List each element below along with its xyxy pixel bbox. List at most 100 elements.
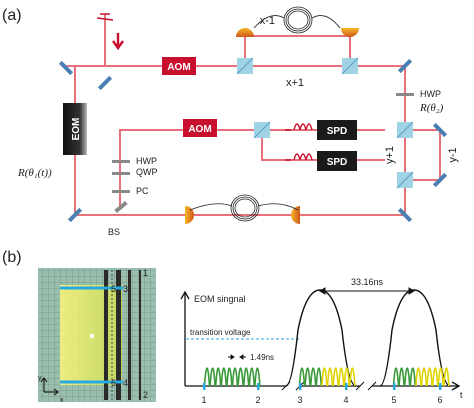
aom-top-label: AOM (167, 62, 190, 73)
spd-bottom-label: SPD (327, 157, 348, 168)
time-tick-label-2: 2 (255, 395, 260, 405)
y-minus-loop (405, 129, 441, 181)
chip-number-3: 3 (123, 284, 128, 294)
chip-image (38, 268, 156, 402)
y-minus-label: y-1 (447, 147, 459, 162)
interval-short (228, 354, 246, 360)
time-tick-label-1: 1 (201, 395, 206, 405)
pulse-green (226, 367, 233, 387)
pulse-green (254, 367, 261, 387)
pulse-green (231, 367, 239, 387)
mirror-bottom-right (397, 207, 413, 223)
mirror-top-left (58, 60, 74, 76)
x-minus-label: x-1 (260, 15, 275, 27)
mirror-y-top (432, 122, 448, 138)
pulse-mixed (415, 367, 422, 387)
pulse-mixed (349, 367, 356, 387)
hwp-left-label: HWP (136, 156, 157, 166)
panel-a-label: (a) (2, 7, 22, 24)
bs-label: BS (108, 227, 120, 237)
bs-plate (114, 200, 128, 214)
time-tick-5 (393, 383, 396, 390)
chip-number-4: 4 (123, 378, 128, 388)
pc-label: PC (136, 186, 149, 196)
time-tick-marks (203, 383, 442, 390)
time-tick-labels: 1 2 3 4 5 6 (201, 395, 442, 405)
pulse-trains (203, 367, 450, 387)
pulse-mixed (337, 367, 345, 387)
laser-input (96, 13, 124, 51)
mirror-y-bottom (432, 172, 448, 188)
eom: EOM (63, 103, 87, 155)
coord-x: x (60, 397, 64, 404)
x-plus-label: x+1 (286, 77, 304, 89)
time-tick-4 (345, 383, 348, 390)
eom-label: EOM (71, 118, 82, 141)
pulse-green (214, 367, 222, 387)
interval-long-label: 33.16ns (351, 277, 384, 287)
pulse-mixed (409, 367, 417, 387)
spd-pulses (285, 123, 313, 161)
pulse-mixed (343, 367, 351, 387)
time-axis-label: t (460, 390, 463, 400)
fiber-bottom (185, 194, 300, 224)
chip-number-6: 6 (111, 378, 116, 388)
interval-long (319, 287, 415, 295)
mirror-bottom-left (67, 207, 83, 223)
pulse-mixed (332, 367, 339, 387)
pulse-green (209, 367, 216, 387)
pulse-green (237, 367, 244, 387)
pulse-mixed (326, 367, 334, 387)
pulse-mixed (403, 367, 411, 387)
coord-y: y (38, 375, 42, 382)
pulse-mixed (420, 367, 428, 387)
pulse-mixed (437, 367, 445, 387)
interval-short-label: 1.49ns (250, 353, 274, 362)
time-tick-label-4: 4 (343, 395, 348, 405)
time-tick-label-3: 3 (297, 395, 302, 405)
time-tick-6 (439, 383, 442, 390)
time-tick-label-5: 5 (391, 395, 396, 405)
aom-top: AOM (162, 57, 196, 75)
pulse-mixed (443, 367, 450, 387)
pulse-mixed (309, 367, 317, 387)
hwp-right-label: HWP (420, 89, 441, 99)
transition-voltage-label: transition voltage (190, 328, 251, 337)
spd-top-label: SPD (327, 126, 348, 137)
pulse-green (242, 367, 250, 387)
pulse-mixed (426, 367, 433, 387)
pulse-mixed (398, 367, 405, 387)
spd-top: SPD (317, 120, 357, 140)
middle-beam (119, 129, 385, 210)
x-minus-loop (244, 35, 351, 66)
rotation-left: R(θ₁(t)) (17, 167, 52, 179)
pulse-mixed (431, 367, 439, 387)
panel-b-label: (b) (2, 249, 22, 266)
chip-number-5: 5 (111, 284, 116, 294)
mirror-input (97, 75, 113, 91)
fiber-top (236, 6, 359, 37)
qwp-label: QWP (136, 167, 158, 177)
waveplates-left (112, 160, 130, 193)
time-tick-1 (203, 383, 206, 390)
pulse-green (248, 367, 256, 387)
chip-number-1: 1 (143, 268, 148, 278)
pulse-mixed (321, 367, 328, 387)
hwp-right-plate (396, 93, 414, 96)
chip-number-2: 2 (143, 390, 148, 400)
y-plus-label: y+1 (384, 146, 396, 164)
beam-splitters (236, 57, 414, 189)
time-tick-3 (299, 383, 302, 390)
rotation-right: R(θ₂) (419, 102, 444, 114)
pulse-mixed (315, 367, 323, 387)
aom-middle: AOM (183, 119, 217, 137)
pulse-green (203, 367, 211, 387)
mirror-top-right (397, 58, 413, 74)
pulse-mixed (298, 367, 306, 387)
time-tick-label-6: 6 (437, 395, 442, 405)
pulse-green (220, 367, 228, 387)
eom-signal-label: EOM singnal (194, 294, 246, 304)
aom-middle-label: AOM (188, 124, 211, 135)
pulse-mixed (304, 367, 311, 387)
